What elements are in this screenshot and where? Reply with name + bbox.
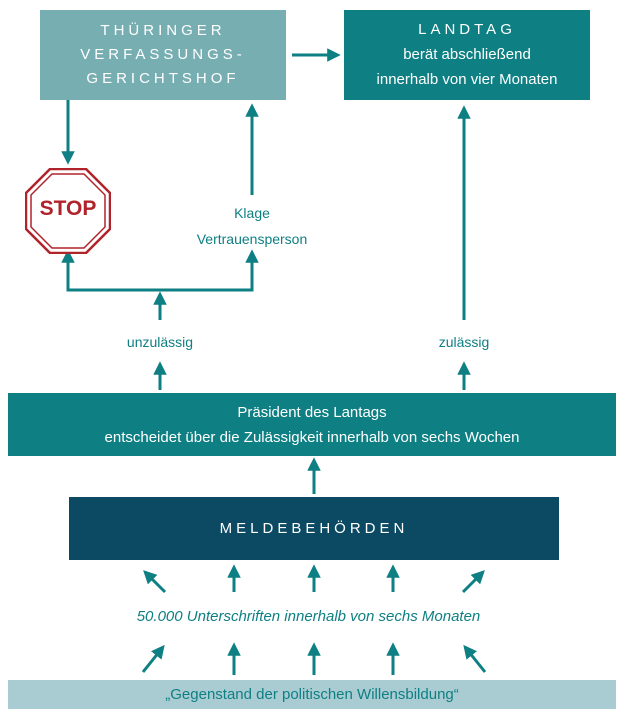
arrow-sub-1	[141, 644, 165, 673]
landtag-title: LANDTAG	[418, 21, 516, 38]
signatures-text: 50.000 Unterschriften innerhalb von sech…	[136, 608, 481, 625]
meldebehoerden-box: MELDEBEHÖRDEN	[69, 497, 559, 560]
court-line-2: VERFASSUNGS-	[80, 46, 246, 63]
klage-line-2: Vertrauensperson	[196, 231, 308, 247]
unzulaessig-label: unzulässig	[126, 334, 194, 350]
praesident-line-2: entscheidet über die Zulässigkeit innerh…	[104, 428, 520, 446]
landtag-box: LANDTAG berät abschließend innerhalb von…	[344, 10, 590, 100]
praesident-line-1: Präsident des Lantags	[237, 403, 387, 421]
landtag-line-2: innerhalb von vier Monaten	[376, 71, 558, 88]
verfassungsgerichtshof-box: THÜRINGER VERFASSUNGS- GERICHTSHOF	[40, 10, 286, 100]
landtag-line-1: berät abschließend	[403, 46, 531, 63]
arrow-sub-5	[463, 644, 487, 673]
court-line-3: GERICHTSHOF	[86, 70, 240, 87]
zulaessig-label: zulässig	[438, 334, 490, 350]
stop-label: STOP	[39, 197, 97, 220]
arrow-sig-5	[461, 570, 485, 594]
split-bracket	[66, 270, 254, 292]
arrow-sig-1	[143, 570, 167, 594]
subject-bar: „Gegenstand der politischen Willensbildu…	[8, 680, 616, 709]
stop-sign-icon	[25, 168, 111, 254]
klage-label: Klage Vertrauensperson	[178, 200, 326, 252]
praesident-box: Präsident des Lantags entscheidet über d…	[8, 393, 616, 456]
subject-text: „Gegenstand der politischen Willensbildu…	[165, 686, 459, 703]
klage-line-1: Klage	[234, 205, 270, 221]
meldebehoerden-label: MELDEBEHÖRDEN	[219, 519, 409, 537]
court-line-1: THÜRINGER	[100, 22, 226, 39]
